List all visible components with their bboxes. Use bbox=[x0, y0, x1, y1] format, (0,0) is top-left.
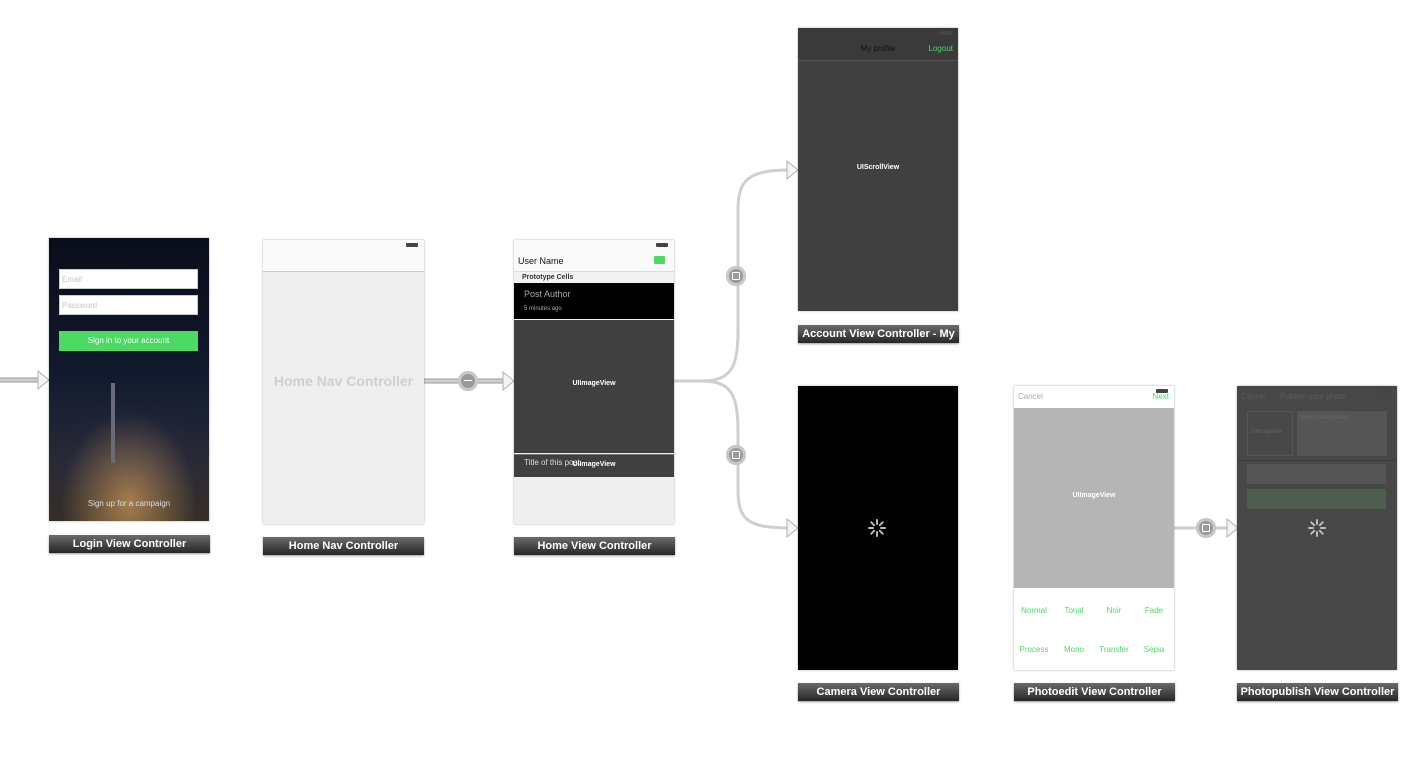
password-placeholder: Password bbox=[62, 301, 98, 310]
publish-input-field[interactable] bbox=[1247, 464, 1386, 484]
nav-title: My profile bbox=[860, 44, 896, 53]
post-image-view[interactable]: UIImageView bbox=[514, 320, 674, 453]
post-title-cell[interactable]: Title of this post UIImageView bbox=[514, 454, 674, 477]
cancel-button[interactable]: Cancel bbox=[1241, 392, 1266, 401]
thumbnail-image-view: UIImageVie bbox=[1247, 411, 1293, 456]
image-view-label: UIImageView bbox=[1072, 492, 1116, 499]
home-scene[interactable]: User Name Prototype Cells Post Author 5 … bbox=[514, 240, 674, 524]
battery-icon bbox=[940, 31, 952, 35]
email-field[interactable]: Email bbox=[59, 269, 198, 289]
filter-process-button[interactable]: Process bbox=[1019, 645, 1049, 654]
title-image-view-label: UIImageView bbox=[572, 461, 616, 468]
photopublish-scene[interactable]: Cancel Publish your photo UIImageVie Pho… bbox=[1237, 386, 1397, 670]
publish-button[interactable] bbox=[1247, 489, 1386, 509]
image-view-label: UIImageVie bbox=[1251, 429, 1283, 435]
filter-normal-button[interactable]: Normal bbox=[1021, 606, 1047, 615]
home-scene-label[interactable]: Home View Controller bbox=[514, 537, 675, 555]
push-segue-icon[interactable] bbox=[726, 266, 746, 286]
city-bridge-background-image bbox=[49, 398, 209, 521]
camera-scene[interactable] bbox=[798, 386, 958, 670]
home-nav-scene[interactable]: Home Nav Controller bbox=[263, 240, 424, 524]
push-segue-icon[interactable] bbox=[1196, 518, 1216, 538]
photo-description-field[interactable]: Photo Description bbox=[1297, 411, 1387, 456]
scroll-view-label: UIScrollView bbox=[856, 164, 900, 171]
filter-fade-button[interactable]: Fade bbox=[1144, 606, 1164, 615]
post-author-cell[interactable]: Post Author 5 minutes ago bbox=[514, 283, 674, 319]
battery-icon bbox=[1156, 389, 1168, 393]
segue-arrowhead bbox=[786, 517, 799, 539]
segue-arrowhead bbox=[37, 369, 50, 391]
account-scene[interactable]: My profile Logout UIScrollView bbox=[798, 28, 958, 311]
camera-scene-label[interactable]: Camera View Controller bbox=[798, 683, 959, 701]
password-field[interactable]: Password bbox=[59, 295, 198, 315]
sign-in-button[interactable]: Sign in to your account bbox=[59, 331, 198, 351]
filter-transfer-button[interactable]: Transfer bbox=[1099, 645, 1129, 654]
login-scene[interactable]: Email Password Sign in to your account S… bbox=[49, 238, 209, 521]
image-view-label: UIImageView bbox=[572, 380, 616, 387]
battery-icon bbox=[656, 243, 668, 247]
filter-sepia-button[interactable]: Sepia bbox=[1143, 645, 1165, 654]
activity-indicator-icon bbox=[868, 519, 886, 537]
photo-image-view: UIImageView bbox=[1014, 408, 1174, 588]
home-nav-scene-label[interactable]: Home Nav Controller bbox=[263, 537, 424, 555]
modal-segue-icon[interactable] bbox=[726, 445, 746, 465]
prototype-cells-header: Prototype Cells bbox=[514, 271, 674, 284]
photopublish-scene-label[interactable]: Photopublish View Controller bbox=[1237, 683, 1398, 701]
divider bbox=[1237, 460, 1397, 461]
next-button[interactable]: Next bbox=[1152, 392, 1169, 401]
filter-mono-button[interactable]: Mono bbox=[1063, 645, 1084, 654]
logout-button[interactable]: Logout bbox=[928, 44, 953, 53]
relationship-segue-icon[interactable] bbox=[458, 371, 478, 391]
activity-indicator-icon bbox=[1308, 519, 1326, 537]
navigation-bar bbox=[263, 240, 424, 272]
email-placeholder: Email bbox=[62, 275, 83, 284]
navigation-bar: My profile Logout bbox=[798, 28, 958, 61]
account-scene-label[interactable]: Account View Controller - My bbox=[798, 325, 959, 343]
post-time-label: 5 minutes ago bbox=[524, 306, 562, 312]
nav-controller-placeholder: Home Nav Controller bbox=[273, 373, 414, 389]
post-author-label: Post Author bbox=[524, 289, 571, 299]
nav-title: Publish your photo bbox=[1280, 392, 1347, 401]
segue-arrowhead bbox=[502, 370, 515, 392]
login-scene-label[interactable]: Login View Controller bbox=[49, 535, 210, 553]
camera-icon[interactable] bbox=[654, 256, 665, 264]
filter-tonal-button[interactable]: Tonal bbox=[1064, 606, 1084, 615]
description-placeholder: Photo Description bbox=[1300, 415, 1348, 421]
bridge-tower bbox=[111, 383, 115, 463]
cancel-button[interactable]: Cancel bbox=[1018, 392, 1043, 401]
photoedit-scene-label[interactable]: Photoedit View Controller bbox=[1014, 683, 1175, 701]
sign-up-link[interactable]: Sign up for a campaign bbox=[87, 499, 171, 508]
battery-icon bbox=[1379, 389, 1391, 393]
filter-noir-button[interactable]: Noir bbox=[1106, 606, 1122, 615]
nav-title: User Name bbox=[518, 256, 564, 266]
post-title-label: Title of this post bbox=[524, 458, 580, 467]
navigation-bar: User Name bbox=[514, 240, 674, 271]
photoedit-scene[interactable]: Cancel Next UIImageView Normal Tonal Noi… bbox=[1014, 386, 1174, 670]
segue-arrowhead bbox=[1226, 517, 1239, 539]
segue-arrowhead bbox=[786, 159, 799, 181]
prototype-cells-label: Prototype Cells bbox=[522, 274, 574, 281]
battery-icon bbox=[406, 243, 418, 247]
